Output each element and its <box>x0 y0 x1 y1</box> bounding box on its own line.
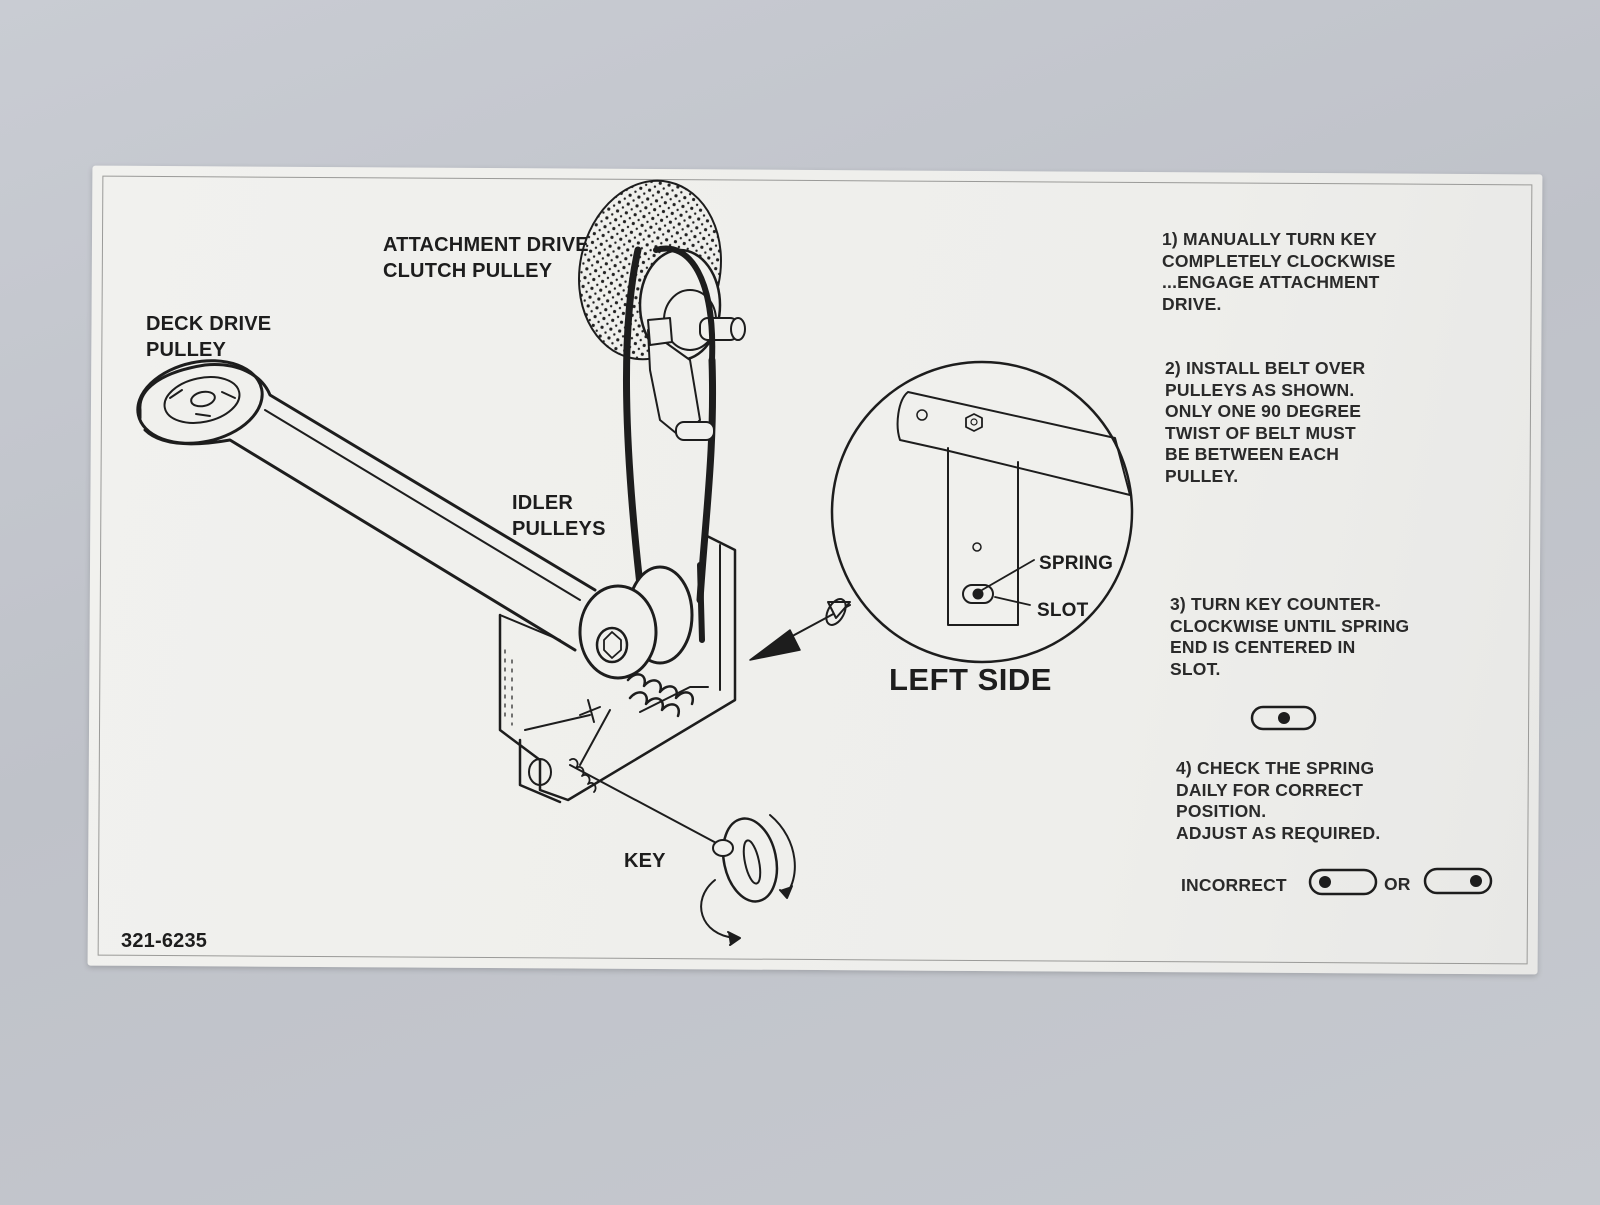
key-handle <box>700 814 796 946</box>
label-key: KEY <box>624 850 666 872</box>
label-deck-drive-pulley: DECK DRIVE PULLEY <box>146 313 272 361</box>
label-idler-pulleys: IDLER PULLEYS <box>512 492 606 540</box>
instruction-step-4: 4) CHECK THE SPRING DAILY FOR CORRECT PO… <box>1176 758 1381 843</box>
instruction-step-1: 1) MANUALLY TURN KEY COMPLETELY CLOCKWIS… <box>1162 229 1396 314</box>
mounting-bracket <box>498 533 737 804</box>
or-label: OR <box>1384 874 1411 894</box>
idler-pulleys-art <box>578 562 705 680</box>
incorrect-slot-icon-left <box>1308 868 1378 896</box>
instruction-step-3: 3) TURN KEY COUNTER- CLOCKWISE UNTIL SPR… <box>1170 594 1410 679</box>
incorrect-label: INCORRECT <box>1181 875 1287 895</box>
correct-slot-icon <box>1250 705 1317 731</box>
left-side-detail-circle <box>830 360 1134 664</box>
label-left-side: LEFT SIDE <box>889 662 1052 697</box>
idler-arm-bracket <box>647 317 715 441</box>
deck-drive-belt <box>138 363 597 652</box>
detail-arrow <box>749 598 851 661</box>
label-spring: SPRING <box>1039 553 1114 574</box>
label-attachment-drive-clutch-pulley: ATTACHMENT DRIVE CLUTCH PULLEY <box>383 234 589 282</box>
tension-spring <box>579 673 709 723</box>
deck-drive-pulley <box>136 359 264 445</box>
part-number: 321-6235 <box>121 930 208 952</box>
incorrect-slot-icon-right <box>1423 867 1493 895</box>
instruction-step-2: 2) INSTALL BELT OVER PULLEYS AS SHOWN. O… <box>1165 358 1366 486</box>
key-rod <box>569 709 721 846</box>
label-slot: SLOT <box>1037 600 1089 621</box>
